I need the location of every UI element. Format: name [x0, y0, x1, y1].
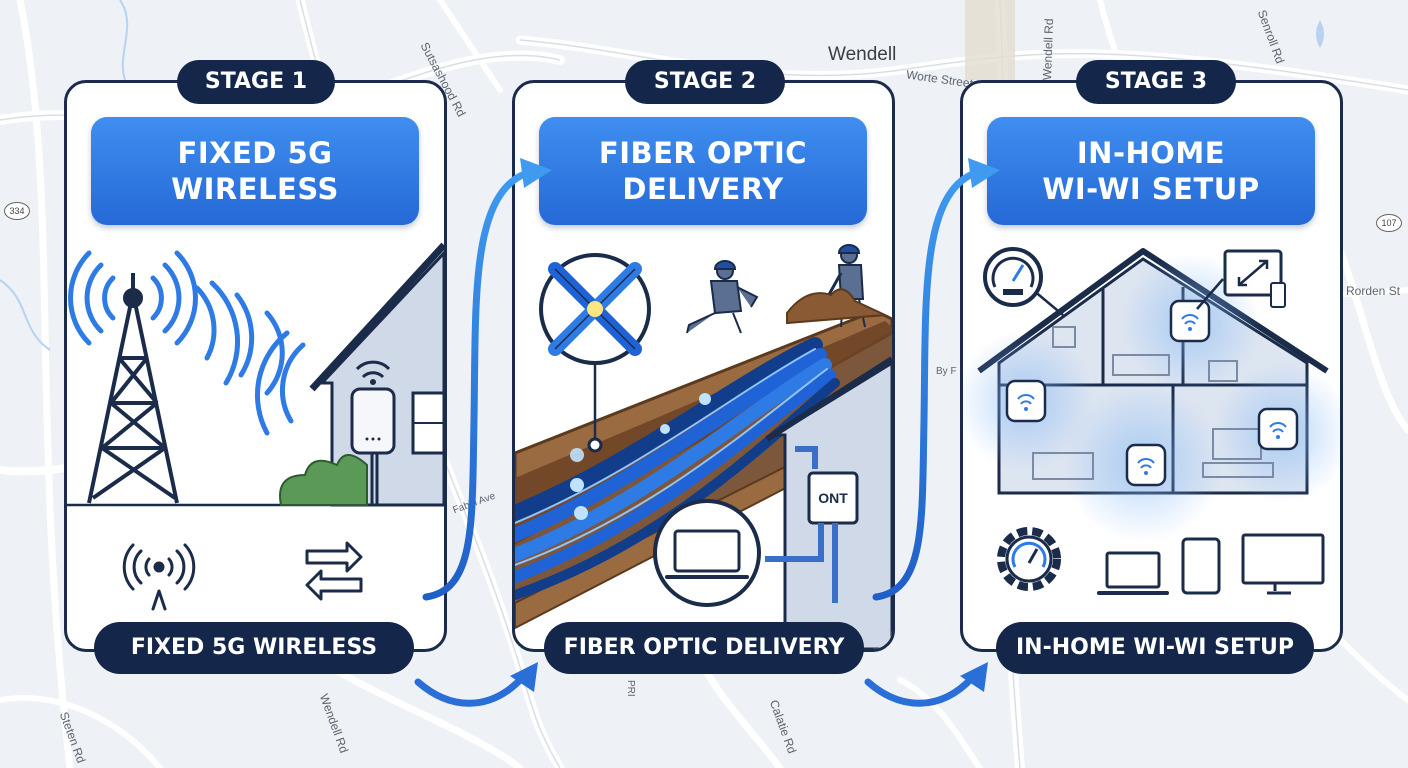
stage-3-card: IN-HOME WI-WI SETUP — [960, 80, 1343, 652]
stage-3-title-banner: IN-HOME WI-WI SETUP — [987, 117, 1315, 225]
map-street-label: PRI — [625, 680, 636, 697]
worker-icon — [686, 260, 759, 334]
settings-gear-icon — [997, 527, 1061, 591]
ont-box-icon — [765, 446, 859, 603]
stage-2-illustration: ONT — [515, 244, 892, 649]
stage-3-illustration — [963, 247, 1340, 595]
laptop-icon — [1097, 551, 1169, 595]
wifi-router-icon — [1169, 299, 1211, 343]
transfer-arrows-icon — [305, 541, 363, 601]
stage-2-caption: FIBER OPTIC DELIVERY — [544, 622, 864, 674]
antenna-signal-icon — [122, 543, 196, 611]
speed-gauge-icon — [983, 247, 1064, 316]
stage-2-card: ONT FIBER OPTIC DELIVERY — [512, 80, 895, 652]
expand-screen-icon — [1196, 249, 1286, 310]
stage-1-title-line-2: WIRELESS — [171, 172, 339, 206]
stage-3-pill: STAGE 3 — [1076, 60, 1236, 104]
map-street-label: By F — [936, 366, 957, 377]
stage-1-illustration — [67, 242, 444, 611]
stage-1-title-banner: FIXED 5G WIRELESS — [91, 117, 419, 225]
stage-3-caption: IN-HOME WI-WI SETUP — [996, 622, 1314, 674]
wifi-router-icon — [1125, 443, 1167, 487]
fiber-bundle — [515, 337, 840, 600]
map-street-label: Rorden St — [1346, 284, 1401, 298]
map-town-label: Wendell — [828, 44, 897, 65]
stage-3-title-line-1: IN-HOME — [1076, 136, 1226, 170]
tablet-icon — [1181, 537, 1221, 595]
stage-2-pill: STAGE 2 — [625, 60, 785, 104]
route-shield: 334 — [4, 202, 30, 220]
monitor-icon — [1241, 533, 1325, 595]
ont-label: ONT — [818, 490, 848, 506]
stage-1-pill: STAGE 1 — [177, 60, 335, 104]
laptop-icon — [653, 499, 761, 607]
stage-1-title-line-1: FIXED 5G — [177, 136, 333, 170]
fiber-splice-icon — [539, 253, 651, 453]
stage-2-title-line-1: FIBER OPTIC — [598, 136, 808, 170]
wifi-router-icon — [1257, 407, 1299, 451]
stage-3-title-line-2: WI-WI SETUP — [1042, 172, 1260, 206]
stage-2-title-line-2: DELIVERY — [622, 172, 784, 206]
stage-2-title-banner: FIBER OPTIC DELIVERY — [539, 117, 867, 225]
route-shield: 107 — [1376, 214, 1402, 232]
stage-1-caption: FIXED 5G WIRELESS — [94, 622, 414, 674]
map-street-label: Wendell Rd — [1040, 18, 1057, 81]
outdoor-receiver-icon — [350, 360, 396, 505]
wifi-router-icon — [1005, 379, 1047, 423]
stage-1-card: FIXED 5G WIRELESS — [64, 80, 447, 652]
cell-tower-icon — [87, 273, 179, 504]
